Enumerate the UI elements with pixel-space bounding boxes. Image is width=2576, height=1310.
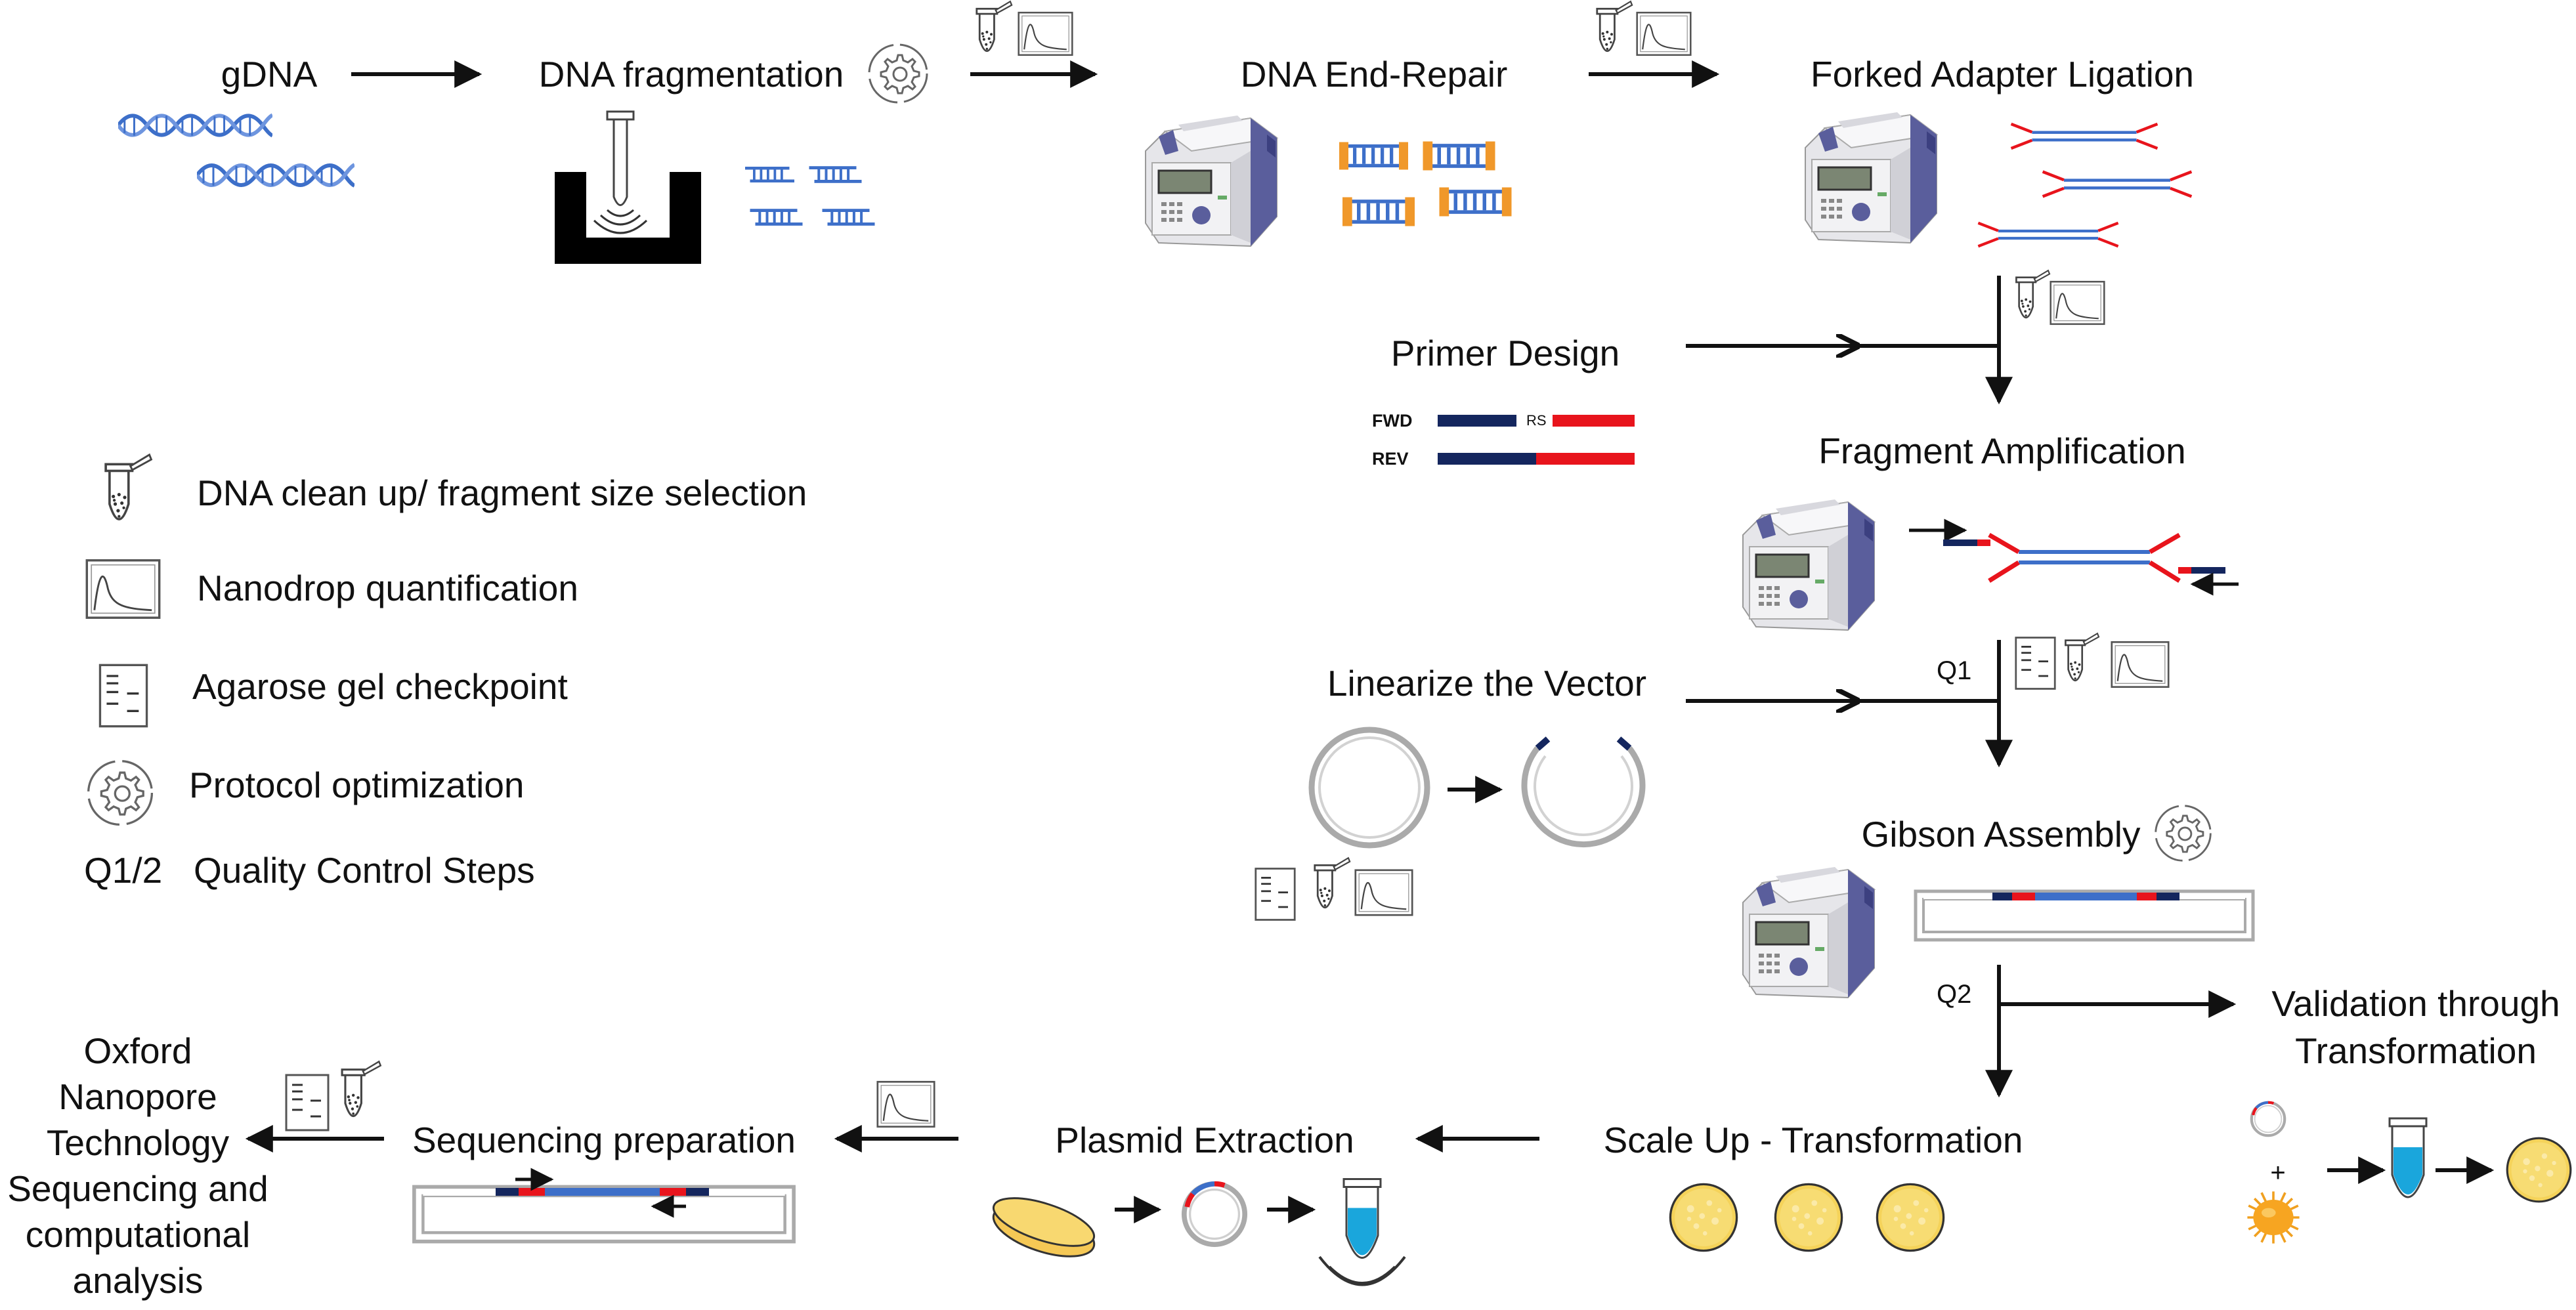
step-end-repair: DNA End-Repair [1241,54,1508,95]
tube-icon [2065,632,2100,682]
primer-rs-label: RS [1526,412,1547,429]
sequencing-insert [496,1168,709,1218]
step-validation-line2: Transformation [2295,1030,2537,1071]
petri-dish-icon [1669,1183,1738,1252]
thermocycler-icon [1742,498,1876,631]
circular-vector-icon [1308,727,1430,849]
legend-cleanup: DNA clean up/ fragment size selection [197,473,807,513]
nanodrop-icon [1636,11,1692,56]
step-adapter-ligation: Forked Adapter Ligation [1811,54,2194,95]
primer-fwd-red [1553,415,1635,427]
dna-helix-icon [197,165,354,186]
primer-rev-navy [1438,453,1536,465]
qc-q2-label: Q2 [1937,980,1971,1009]
dna-fragment-icon [822,209,875,226]
plus-sign: + [2270,1158,2285,1187]
thermocycler-icon [1804,111,1938,244]
dna-fragment-icon [745,167,794,182]
ont-line: Technology [47,1122,230,1163]
step-validation-line1: Validation through [2271,983,2560,1024]
gel-icon [98,664,148,728]
legend-qc-key: Q1/2 [84,850,162,891]
petri-dish-icon [1876,1183,1945,1252]
nanodrop-icon [85,559,161,619]
end-repaired-fragment [1339,142,1408,170]
gel-icon [1255,868,1296,921]
step-primer-design: Primer Design [1391,333,1620,373]
nanodrop-icon [1354,869,1413,916]
culture-tube-icon [2388,1117,2428,1198]
gel-icon [285,1074,330,1131]
nanodrop-icon [1018,11,1073,56]
step-fragmentation: DNA fragmentation [539,54,844,95]
legend-gel: Agarose gel checkpoint [192,666,568,707]
gear-icon [868,43,928,104]
ont-line: Oxford [83,1030,192,1071]
legend: DNA clean up/ fragment size selection Na… [84,455,807,891]
pcr-amplification-graphic [1909,518,2239,596]
ont-line: Nanopore [58,1076,217,1117]
tube-icon [2015,269,2051,319]
tube-icon [106,455,151,519]
step-plasmid-extraction: Plasmid Extraction [1055,1120,1354,1160]
plasmid-icon [1184,1184,1245,1244]
tube-icon [341,1060,382,1118]
step-fragment-amplification: Fragment Amplification [1818,431,2185,471]
end-repaired-fragment [1342,197,1415,226]
thermocycler-icon [1144,114,1278,247]
plasmid-icon [2252,1103,2285,1135]
tube-icon [1314,856,1351,909]
gear-icon [87,759,154,826]
nanodrop-icon [2050,280,2105,326]
end-repaired-fragment [1423,141,1495,171]
legend-qc-text: Quality Control Steps [194,850,535,891]
qc-q1-label: Q1 [1937,656,1971,685]
primer-fwd-navy [1438,415,1516,427]
linear-vector-icon [1521,736,1646,848]
gel-icon [2015,637,2056,690]
step-gdna: gDNA [221,54,318,95]
ont-line: analysis [73,1260,204,1301]
legend-nanodrop: Nanodrop quantification [197,568,578,608]
step-gibson-assembly: Gibson Assembly [1862,814,2141,855]
primer-rev-red [1536,453,1635,465]
forked-adapter-product [2011,124,2158,148]
nanodrop-icon [876,1080,935,1128]
ont-line: computational [26,1214,250,1255]
step-ont-analysis: Oxford Nanopore Technology Sequencing an… [7,1030,268,1301]
culture-tube-icon [1342,1177,1382,1259]
dna-fragment-icon [809,166,862,183]
step-scale-up: Scale Up - Transformation [1604,1120,2023,1160]
end-repaired-fragment [1439,187,1512,217]
petri-dish-icon [2506,1137,2572,1203]
gibson-insert [1992,893,2179,900]
thermocycler-icon [1742,866,1876,999]
nanodrop-icon [2111,641,2170,688]
step-sequencing-preparation: Sequencing preparation [412,1120,796,1160]
petri-dish-icon [1774,1183,1843,1252]
primer-fwd-label: FWD [1372,411,1412,431]
forked-adapter-product [2043,172,2192,197]
dna-helix-icon [118,115,272,135]
step-linearize-vector: Linearize the Vector [1327,663,1646,704]
vortex-lines [1318,1256,1406,1286]
gear-icon [2155,805,2212,862]
dna-fragment-icon [750,209,803,226]
tube-icon [976,0,1013,53]
tube-icon [1596,0,1633,53]
primer-rev-label: REV [1372,449,1409,469]
ont-line: Sequencing and [7,1168,268,1209]
forked-adapter-product [1978,223,2118,247]
legend-optimization: Protocol optimization [189,765,525,805]
primer-design-graphic: FWD RS REV [1372,411,1635,469]
sonicator-icon [555,110,701,264]
petri-dish-side-icon [992,1197,1096,1257]
bacteria-icon [2246,1190,2301,1245]
